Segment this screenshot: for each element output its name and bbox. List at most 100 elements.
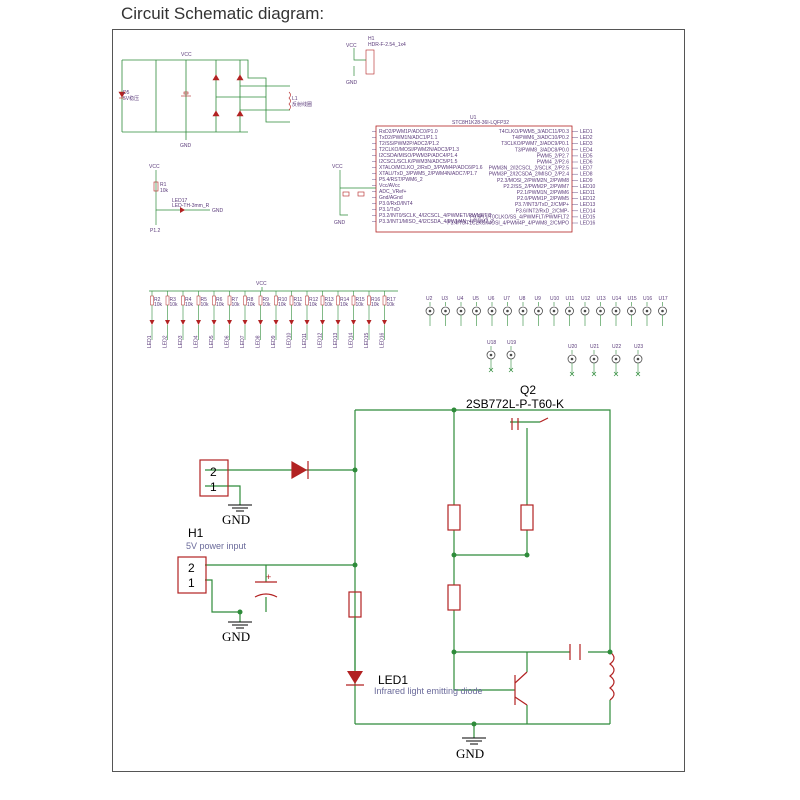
sensor-ref: U7 (504, 296, 511, 302)
mcu-right-pin-label: P3.4/T0/T1CLKO/MOSI_4/PWM4P_4/PWM8_2/CMP… (447, 221, 569, 227)
p12-label: P1.2 (150, 228, 161, 234)
mcu-right-pin-label: PWM3N_2/I2CSCL_2/SCLK_2/P2.5 (489, 166, 570, 172)
sensor-ref: U5 (473, 296, 480, 302)
sensor-ref: U10 (550, 296, 559, 302)
diagram-frame (112, 29, 685, 772)
array-led (227, 320, 232, 325)
connector1-pin1: 1 (210, 480, 217, 494)
q2-ref: Q2 (520, 383, 536, 397)
led-array-rail (149, 287, 398, 292)
vcc-label-rect: VCC (181, 52, 192, 58)
mcu-left-pin-label: XTALI/TxD_3/PWM5_2/PWM4N/ADC7/P1.7 (379, 171, 477, 177)
mcu-right-net-label: LED11 (580, 190, 595, 196)
h1-ref: H1 (188, 526, 204, 540)
array-led (304, 320, 310, 325)
mcu-right-net-label: LED15 (580, 214, 596, 220)
rectifier-components (118, 74, 291, 117)
mcu-right-net-label: LED14 (580, 208, 596, 214)
array-led-net: LED16 (380, 332, 386, 348)
vcc-label-array: VCC (256, 281, 267, 287)
sensor-ref: U23 (634, 344, 643, 350)
array-led (196, 320, 201, 325)
mcu-right-pin-label: PWM4_2/P2.6 (537, 160, 569, 166)
sensor-ref: U3 (442, 296, 449, 302)
sensor-ref: U22 (612, 344, 621, 350)
gnd-label-led17: GND (212, 208, 224, 214)
mcu-right-net-label: LED7 (580, 166, 593, 172)
array-led-net: LED1 (147, 335, 153, 348)
r1-value: 10k (160, 188, 169, 194)
cap-polarity: + (266, 572, 271, 582)
sensor-ref: U2 (426, 296, 433, 302)
header-h1-top (353, 48, 375, 76)
gnd-label-3: GND (456, 746, 484, 761)
array-resistor-ref: R2 (154, 297, 161, 303)
sensor-ref: U17 (659, 296, 668, 302)
d5-value: 5V稳压 (123, 95, 139, 102)
gnd-symbols (228, 504, 486, 745)
array-led-net: LED3 (178, 335, 184, 348)
array-resistor-value: 10k (294, 302, 303, 308)
junction-dots (237, 407, 613, 727)
mcu-left-pin-label: TxD2/PWM1N/ADC1/P1.1 (379, 135, 438, 141)
array-resistor-ref: R7 (232, 297, 239, 303)
sensor-ref: U8 (519, 296, 526, 302)
array-led (149, 320, 155, 325)
array-led (211, 320, 217, 325)
mcu-left-pin-label: Gnd/AGnd (379, 195, 403, 201)
mcu-left-pin-label: I2CSCL/SCLK/PWM3N/ADC5/P1.5 (379, 159, 458, 165)
array-led (382, 320, 387, 325)
page-title: Circuit Schematic diagram: (121, 4, 325, 23)
mcu-right-pin-label: T4/PWM6_3/ADC10/P0.2 (512, 135, 569, 141)
h1-desc: 5V power input (186, 541, 247, 551)
array-resistor-ref: R5 (201, 297, 208, 303)
sensor-ref: U16 (643, 296, 652, 302)
array-resistor-value: 10k (356, 302, 365, 308)
sensor-ref: U11 (566, 296, 575, 302)
mcu-ref: U1 (470, 115, 477, 121)
mcu-right-net-label: LED1 (580, 129, 593, 135)
array-resistor-ref: R13 (325, 297, 334, 303)
mcu-right-net-label: LED13 (580, 202, 596, 208)
header-part: HDR-F-2.54_1x4 (368, 42, 406, 48)
array-resistor-ref: R8 (247, 297, 254, 303)
sensor-ref: U18 (487, 340, 496, 346)
sensor-ref: U4 (457, 296, 464, 302)
sensor-ref: U20 (568, 344, 577, 350)
array-led (351, 320, 356, 325)
array-led (242, 320, 248, 325)
mcu-left-pin-label: Vcc/AVcc (379, 183, 401, 189)
sensor-ref: U13 (597, 296, 606, 302)
array-resistor-value: 10k (325, 302, 334, 308)
array-resistor-value: 10k (216, 302, 225, 308)
array-led-net: LED10 (287, 332, 293, 348)
array-resistor-value: 10k (309, 302, 318, 308)
array-resistor-ref: R3 (170, 297, 177, 303)
mcu-right-pin-label: P3.7/INT3/TxD_2/CMP+ (515, 202, 569, 208)
sensor-ref: U14 (612, 296, 621, 302)
q2-part: 2SB772L-P-T60-K (466, 397, 564, 411)
rectifier-block (121, 59, 290, 140)
array-resistor-ref: R10 (278, 297, 287, 303)
array-led-net: LED12 (318, 332, 324, 348)
mcu-right-net-label: LED8 (580, 172, 593, 178)
array-led (320, 320, 325, 325)
gnd-label-header: GND (346, 80, 358, 86)
mcu-right-net-label: LED4 (580, 147, 593, 153)
array-resistor-ref: R11 (294, 297, 303, 303)
array-resistor-value: 10k (340, 302, 349, 308)
array-resistor-value: 10k (170, 302, 179, 308)
mcu-left-pin-label: RxD2/PWM1P/ADC0/P1.0 (379, 129, 438, 135)
r1-ref: R1 (160, 182, 167, 188)
d5-ref: D5 (123, 90, 130, 96)
array-resistor-value: 10k (201, 302, 210, 308)
array-resistor-ref: R6 (216, 297, 223, 303)
sensor-ref: U21 (590, 344, 599, 350)
mcu-right-net-label: LED3 (580, 141, 593, 147)
mcu-left-pin-label: P3.3/INT1/MISO_4/I2CSDA_4/PWM4N_4/PWM7_2 (379, 219, 494, 225)
mcu-left-pin-label: P5.4/RST/PWM6_2 (379, 177, 423, 183)
array-led-net: LED15 (364, 332, 370, 348)
driver-leds (346, 617, 364, 686)
array-resistor-value: 10k (278, 302, 287, 308)
